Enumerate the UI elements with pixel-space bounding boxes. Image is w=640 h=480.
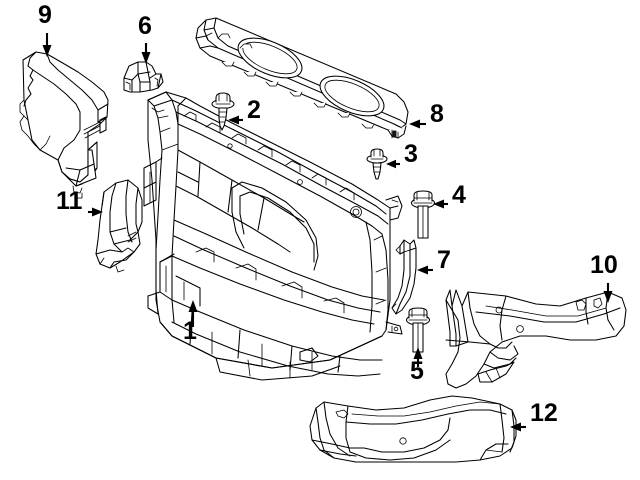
- callout-label-11: 11: [56, 187, 83, 215]
- callout-label-2: 2: [247, 96, 261, 124]
- part-5-flange-bolt-long: [405, 307, 431, 353]
- part-10-right-brake-air-duct: [445, 289, 627, 389]
- callout-label-5: 5: [410, 357, 424, 385]
- callout-label-12: 12: [530, 399, 558, 427]
- part-7-side-reinforcement-bracket: [391, 239, 417, 315]
- callout-label-10: 10: [590, 251, 618, 279]
- part-4-flange-bolt-short: [410, 190, 436, 239]
- part-12-left-brake-air-duct: [309, 395, 517, 463]
- callout-label-7: 7: [437, 246, 451, 274]
- callout-leaders: [42, 33, 613, 432]
- callout-label-6: 6: [138, 12, 152, 40]
- part-1-radiator-support-assembly: [143, 91, 403, 381]
- part-9-left-air-duct-housing: [19, 51, 109, 199]
- part-11-left-side-air-deflector: [95, 179, 143, 273]
- part-6-hood-latch-bracket: [123, 61, 164, 93]
- callout-label-4: 4: [452, 181, 466, 209]
- part-2-push-rivet-clip: [211, 92, 235, 131]
- callout-label-1: 1: [183, 317, 197, 345]
- callout-label-3: 3: [404, 140, 418, 168]
- part-8-upper-tie-bar-cover: [195, 17, 409, 139]
- part-3-push-rivet-clip-small: [366, 148, 388, 180]
- callout-label-9: 9: [38, 1, 52, 29]
- callout-label-8: 8: [430, 100, 444, 128]
